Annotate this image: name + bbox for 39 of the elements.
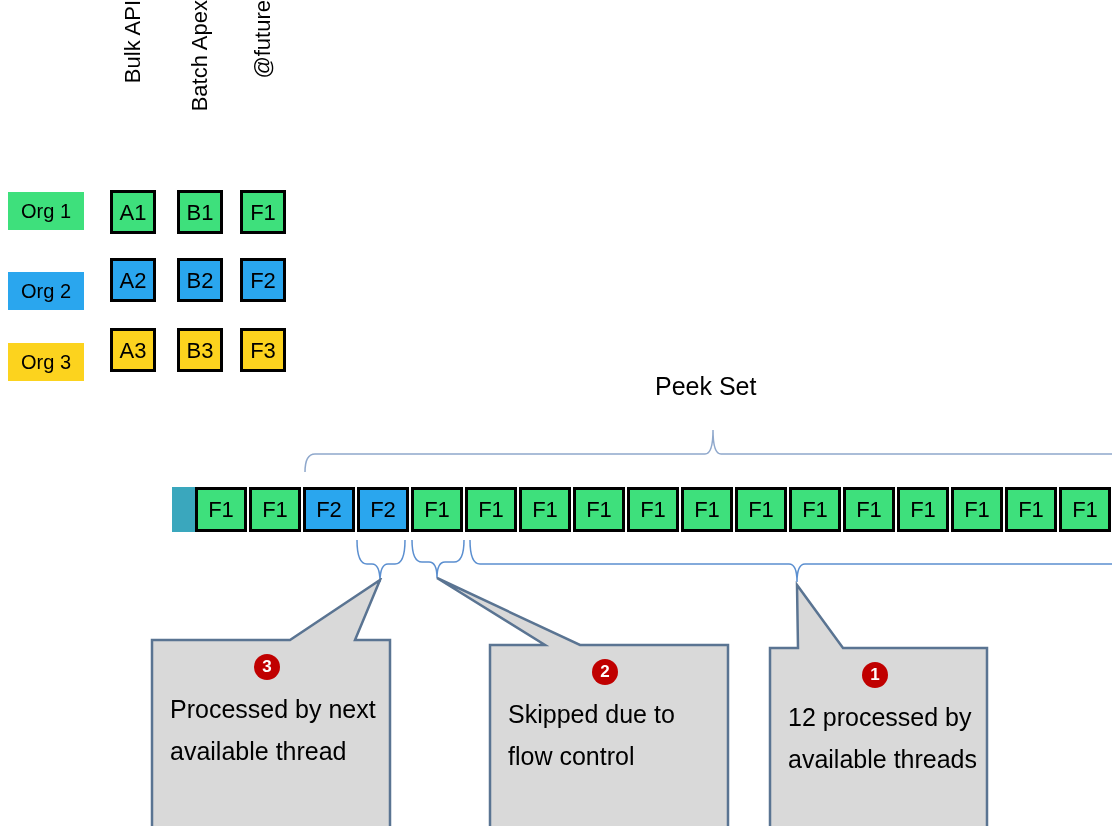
task-box: F1	[411, 487, 463, 532]
task-box: F2	[240, 258, 286, 302]
task-box: F1	[735, 487, 787, 532]
org-label: Org 1	[8, 192, 84, 230]
task-box: F1	[519, 487, 571, 532]
task-box: F2	[357, 487, 409, 532]
org-label: Org 2	[8, 272, 84, 310]
task-box: B3	[177, 328, 223, 372]
callout-text: Processed by next available thread	[170, 694, 377, 767]
task-box: B1	[177, 190, 223, 234]
task-box: F1	[897, 487, 949, 532]
peek-set-label: Peek Set	[655, 371, 757, 402]
task-box: F1	[627, 487, 679, 532]
callout-text: Skipped due to flow control	[508, 699, 676, 772]
task-box: F1	[573, 487, 625, 532]
column-header: @future	[250, 0, 276, 79]
task-box: F1	[951, 487, 1003, 532]
column-header: Bulk API	[120, 0, 146, 84]
task-box: B2	[177, 258, 223, 302]
task-box: F1	[681, 487, 733, 532]
task-box: F1	[240, 190, 286, 234]
task-box: F1	[1059, 487, 1111, 532]
task-box: A1	[110, 190, 156, 234]
callout-text: 12 processed by available threads	[788, 702, 978, 775]
callout	[768, 580, 990, 826]
org-label: Org 3	[8, 343, 84, 381]
callout	[150, 578, 392, 826]
task-box: A3	[110, 328, 156, 372]
task-box: F2	[303, 487, 355, 532]
task-box: F1	[1005, 487, 1057, 532]
task-box: F1	[789, 487, 841, 532]
task-box: F1	[249, 487, 301, 532]
task-box: F1	[843, 487, 895, 532]
task-box: A2	[110, 258, 156, 302]
task-box: F3	[240, 328, 286, 372]
column-header: Batch Apex	[187, 0, 213, 112]
task-box: F1	[195, 487, 247, 532]
task-box: F1	[465, 487, 517, 532]
queue-head-bar	[172, 487, 195, 532]
